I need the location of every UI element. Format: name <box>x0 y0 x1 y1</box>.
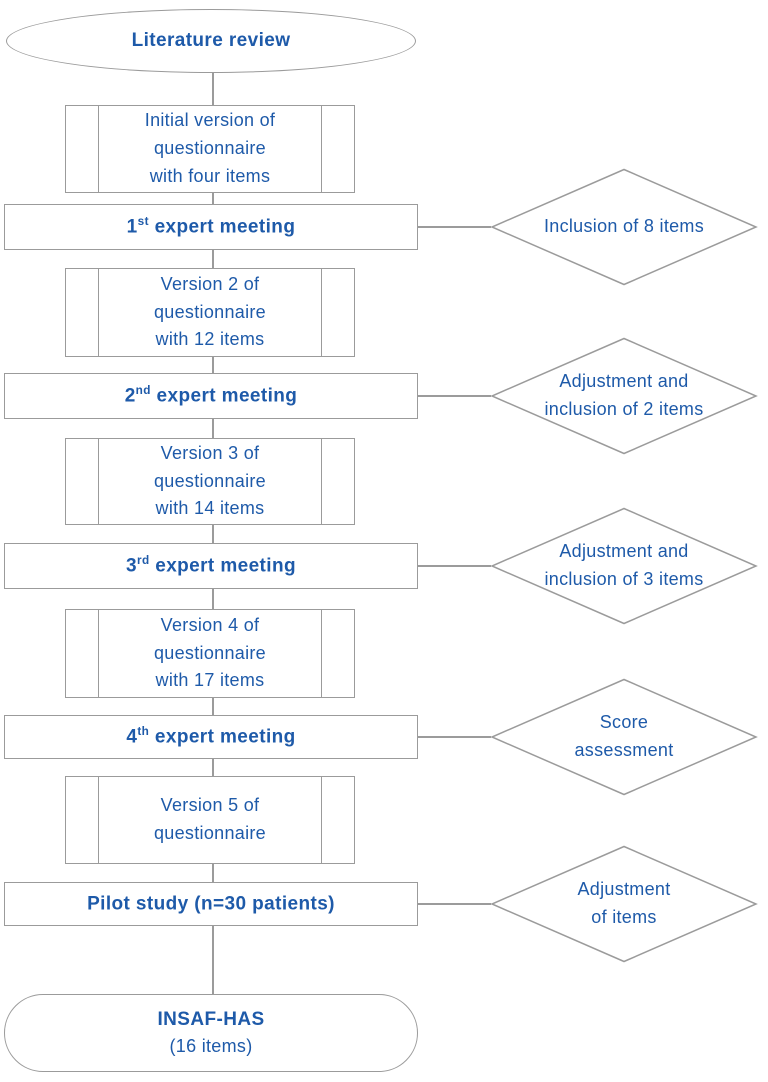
predefined-process-left-bar <box>98 269 99 356</box>
predefined-process-right-bar <box>321 777 322 863</box>
ordinal-suffix: nd <box>135 384 151 398</box>
process-box-label: Version 4 of questionnaire with 17 items <box>154 614 266 691</box>
predefined-process-right-bar <box>321 439 322 524</box>
ordinal-number: 2 <box>124 385 136 407</box>
ordinal-suffix: rd <box>136 554 150 568</box>
action-label: 2nd expert meeting <box>125 384 298 407</box>
diamond-shape <box>490 168 758 286</box>
process-box-version-4: Version 4 of questionnaire with 17 items <box>65 609 355 698</box>
ordinal-suffix: th <box>137 725 150 739</box>
predefined-process-right-bar <box>321 106 322 192</box>
diamond-shape <box>490 337 758 455</box>
action-box-expert-meeting-4: 4th expert meeting <box>4 715 418 759</box>
process-box-label: Version 2 of questionnaire with 12 items <box>154 273 266 350</box>
predefined-process-left-bar <box>98 777 99 863</box>
process-box-label: Version 3 of questionnaire with 14 items <box>154 442 266 519</box>
action-label: 4th expert meeting <box>126 725 295 748</box>
ordinal-number: 1 <box>126 216 138 238</box>
ordinal-number: 4 <box>126 726 138 748</box>
action-label: 1st expert meeting <box>127 215 296 238</box>
predefined-process-left-bar <box>98 439 99 524</box>
process-box-label: Initial version of questionnaire with fo… <box>144 110 276 186</box>
action-box-pilot-study: Pilot study (n=30 patients) <box>4 882 418 926</box>
action-box-expert-meeting-1: 1st expert meeting <box>4 204 418 250</box>
action-text: expert meeting <box>148 216 296 238</box>
predefined-process-left-bar <box>98 106 99 192</box>
ordinal-suffix: st <box>137 215 149 229</box>
action-box-expert-meeting-3: 3rd expert meeting <box>4 543 418 589</box>
ordinal-number: 3 <box>126 555 137 577</box>
process-box-version-3: Version 3 of questionnaire with 14 items <box>65 438 355 525</box>
action-text: expert meeting <box>149 726 296 748</box>
start-terminator-literature-review: Literature review <box>6 9 416 73</box>
outcome-diamond-5: Adjustment of items <box>490 845 758 963</box>
process-box-version-2: Version 2 of questionnaire with 12 items <box>65 268 355 357</box>
process-box-initial-version: Initial version of questionnaire with fo… <box>65 105 355 193</box>
process-box-version-5: Version 5 of questionnaire <box>65 776 355 864</box>
action-box-expert-meeting-2: 2nd expert meeting <box>4 373 418 419</box>
action-text: expert meeting <box>150 385 298 407</box>
outcome-label: Adjustment and inclusion of 3 items <box>544 541 704 589</box>
end-terminator-insaf-has: INSAF-HAS (16 items) <box>4 994 418 1072</box>
outcome-label: Score assessment <box>574 712 674 760</box>
outcome-diamond-1: Inclusion of 8 items <box>490 168 758 286</box>
predefined-process-right-bar <box>321 610 322 697</box>
action-text: Pilot study (n=30 patients) <box>87 893 335 915</box>
process-box-label: Version 5 of questionnaire <box>154 795 266 843</box>
diamond-shape <box>490 678 758 796</box>
action-text: expert meeting <box>149 555 296 577</box>
start-label: Literature review <box>131 30 291 51</box>
end-sublabel: (16 items) <box>169 1035 253 1056</box>
outcome-diamond-4: Score assessment <box>490 678 758 796</box>
action-label: 3rd expert meeting <box>126 554 296 577</box>
outcome-label: Inclusion of 8 items <box>543 216 705 237</box>
diamond-shape <box>490 845 758 963</box>
outcome-label: Adjustment of items <box>577 879 671 927</box>
predefined-process-right-bar <box>321 269 322 356</box>
end-label: INSAF-HAS <box>157 1009 265 1031</box>
outcome-diamond-2: Adjustment and inclusion of 2 items <box>490 337 758 455</box>
predefined-process-left-bar <box>98 610 99 697</box>
outcome-label: Adjustment and inclusion of 2 items <box>544 371 704 419</box>
outcome-diamond-3: Adjustment and inclusion of 3 items <box>490 507 758 625</box>
action-label: Pilot study (n=30 patients) <box>87 892 335 915</box>
diamond-shape <box>490 507 758 625</box>
